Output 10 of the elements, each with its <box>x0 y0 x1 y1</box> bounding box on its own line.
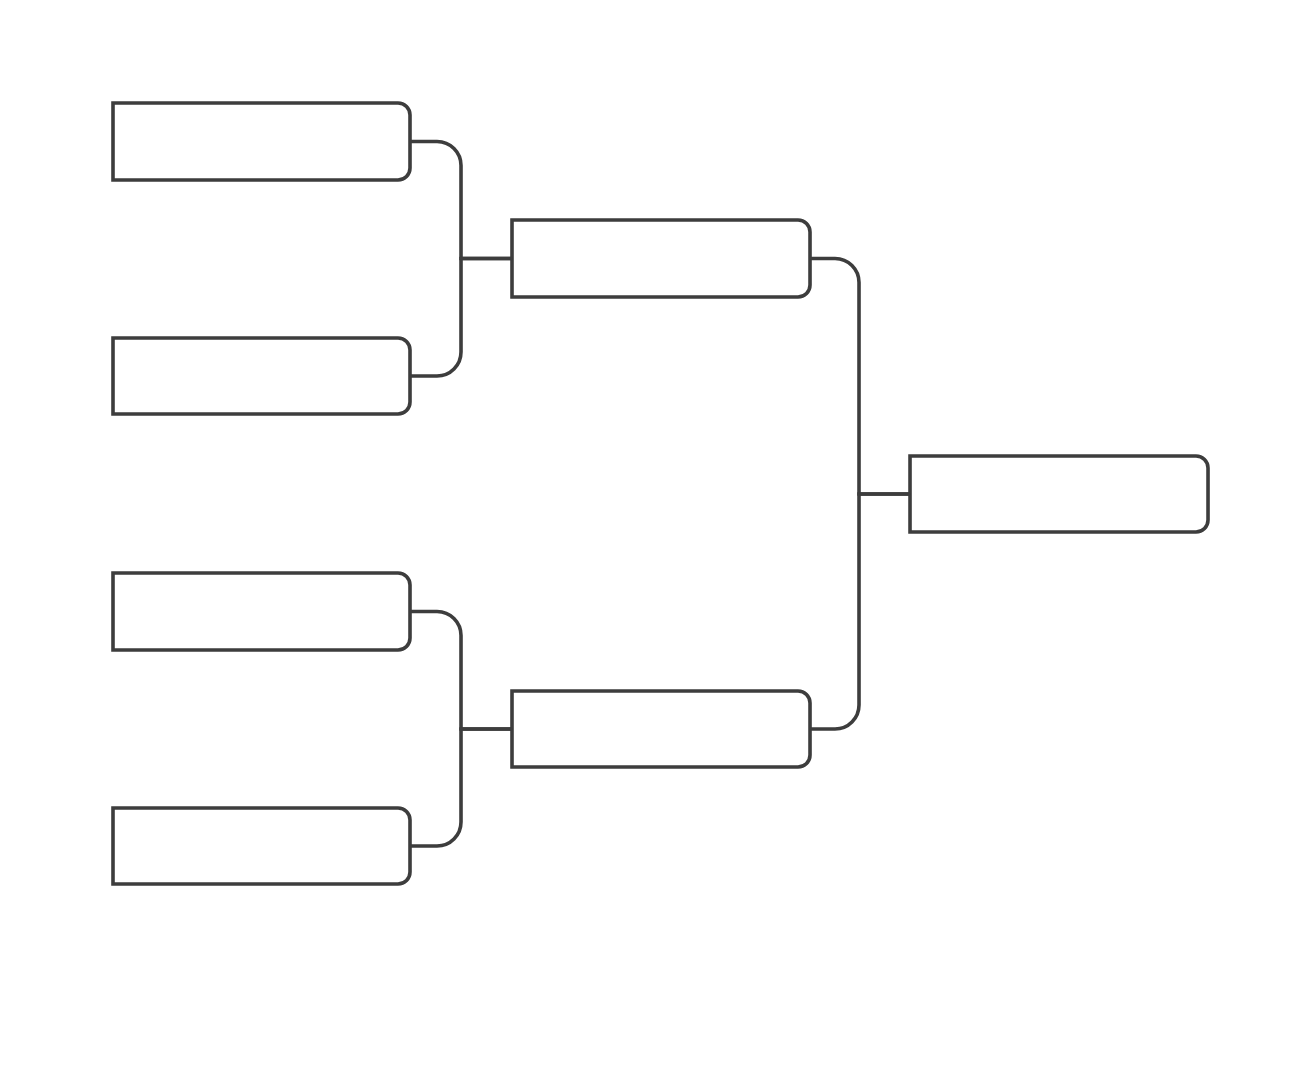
bracket-line <box>410 727 512 848</box>
entry-box <box>510 218 812 299</box>
entry-box <box>111 806 412 886</box>
bracket-line <box>410 256 512 378</box>
entry-box <box>111 336 412 416</box>
entry-box <box>510 689 812 769</box>
entry-box <box>111 101 412 182</box>
bracket-line <box>810 492 910 731</box>
entry-box <box>908 454 1210 534</box>
entry-box <box>111 571 412 652</box>
